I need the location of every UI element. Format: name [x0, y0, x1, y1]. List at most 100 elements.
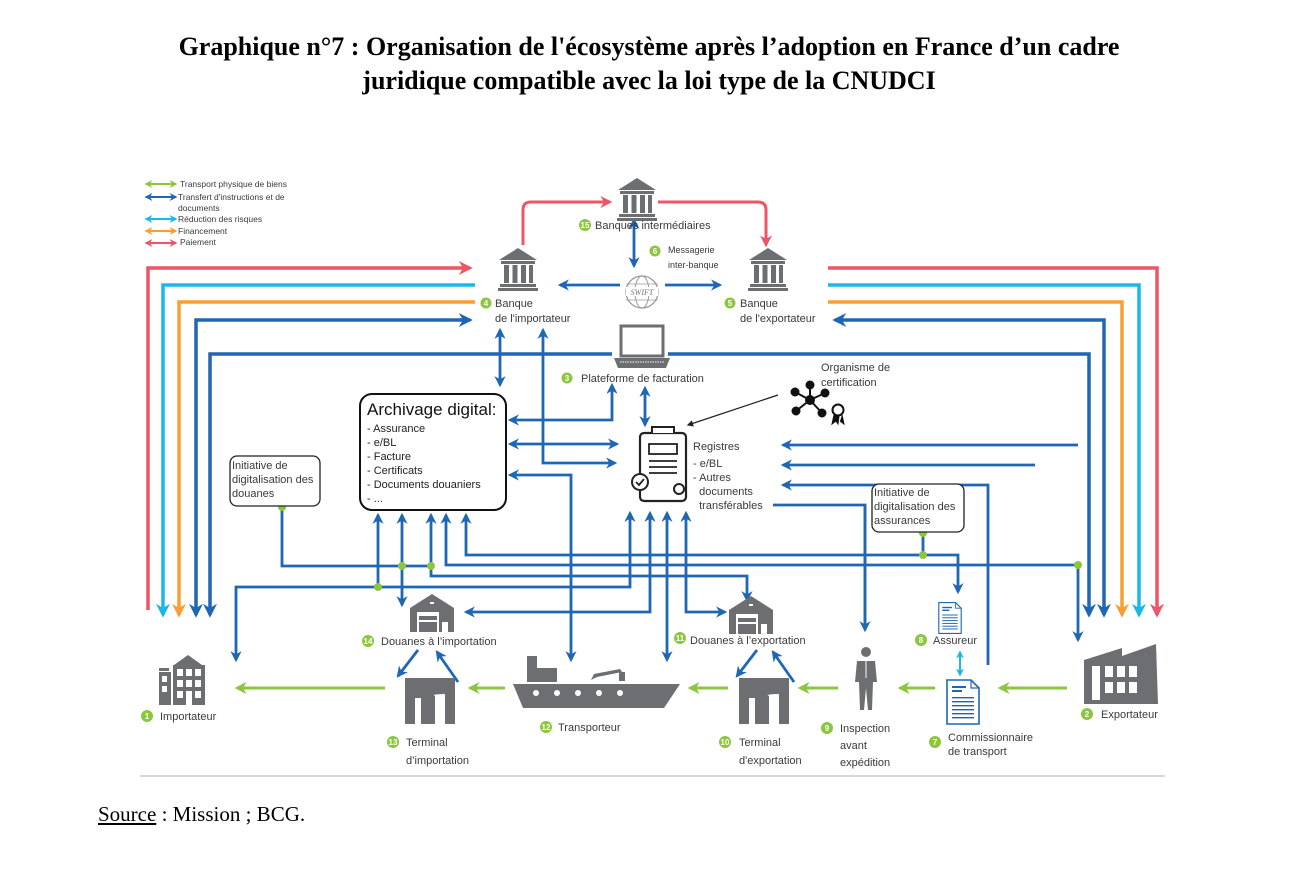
registres-item: - Autres [693, 472, 731, 484]
svg-text:digitalisation des: digitalisation des [232, 474, 314, 486]
svg-text:douanes: douanes [232, 488, 275, 500]
bank-icon [498, 248, 538, 291]
archivage-item: - Assurance [367, 423, 425, 435]
outer-flows [146, 261, 1164, 618]
svg-text:8: 8 [919, 636, 924, 645]
inspector-icon [855, 647, 877, 710]
node-organisme-certification: Organisme de certification [790, 362, 890, 426]
svg-text:4: 4 [484, 299, 489, 308]
node-commissionnaire-transport: 7 Commissionnaire de transport [929, 679, 1033, 758]
archivage-item: - Certificats [367, 465, 423, 477]
node-douanes-exportation: 11 Douanes à l’exportation [674, 596, 806, 647]
node-label: Organisme de [821, 362, 890, 374]
archivage-item: - ... [367, 493, 383, 505]
svg-text:14: 14 [364, 637, 373, 646]
warehouse-icon [410, 594, 454, 632]
node-inspection-avant-expedition: 9 Inspection avant expédition [821, 647, 890, 769]
node-label: Commissionnaire [948, 732, 1033, 744]
flow-paiement-right [828, 266, 1164, 618]
node-label-line-2: certification [821, 377, 877, 389]
building-icon [159, 655, 205, 705]
legend-item-documents: Transfert d'instructions et de documents [144, 192, 285, 213]
number-badge-text: 6 [653, 247, 658, 256]
source-note: Source : Mission ; BCG. [98, 802, 305, 827]
laptop-icon [614, 324, 670, 368]
node-label: Inspection [840, 723, 890, 735]
svg-text:12: 12 [542, 723, 551, 732]
svg-text:10: 10 [721, 738, 730, 747]
flow-risques-left [156, 283, 475, 618]
node-terminal-exportation: 10 Terminal d'exportation [719, 678, 802, 767]
node-assureur: 8 Assureur [915, 602, 977, 647]
flow-financement-right [828, 300, 1129, 618]
legend-item-financement: Financement [144, 226, 228, 236]
legend-label-cont: documents [178, 203, 220, 213]
warehouse-icon [729, 596, 773, 634]
swift-globe-icon: SWIFT [625, 275, 659, 309]
node-label-line-3: expédition [840, 757, 890, 769]
document-icon [938, 602, 962, 634]
network-icon [790, 380, 830, 418]
number-badge-text: 15 [581, 221, 590, 230]
node-label: Banque [740, 298, 778, 310]
node-label: Exportateur [1101, 709, 1158, 721]
legend-label: Paiement [180, 237, 217, 247]
registres-item: - e/BL [693, 458, 722, 470]
flow-docs-left-bank [189, 313, 473, 618]
archivage-title: Archivage digital: [367, 400, 496, 419]
clipboard-registry-icon [631, 426, 688, 503]
flow-financement-left [172, 300, 475, 618]
node-plateforme-facturation: 3 Plateforme de facturation [561, 324, 704, 385]
node-label-line-2: de l'exportateur [740, 313, 816, 325]
legend: Transport physique de biens Transfert d'… [144, 179, 287, 247]
node-label-line-2: d’importation [406, 755, 469, 767]
archivage-digital-box: Archivage digital: - Assurance - e/BL - … [359, 393, 507, 511]
svg-text:Initiative de: Initiative de [232, 460, 288, 472]
svg-text:SWIFT: SWIFT [631, 288, 654, 297]
flow-docs-right-bank [832, 313, 1111, 618]
node-douanes-importation: 14 Douanes à l’importation [362, 594, 497, 648]
legend-item-risques: Réduction des risques [144, 214, 262, 224]
node-label-line-2: avant [840, 740, 867, 752]
node-banque-exportateur: 5 Banque de l'exportateur [724, 248, 816, 325]
svg-text:3: 3 [565, 374, 570, 383]
node-label-line-2: de transport [948, 746, 1007, 758]
node-label: Messagerie [668, 245, 715, 255]
node-label: Transporteur [558, 722, 621, 734]
flow-docs-right-platform [668, 352, 1096, 618]
bank-icon [617, 178, 657, 221]
node-label: Importateur [160, 711, 217, 723]
source-text: : Mission ; BCG. [156, 802, 306, 826]
node-banques-intermediaires: 15 Banques intermédiaires [579, 178, 711, 232]
node-label: Assureur [933, 635, 977, 647]
document-flows [230, 217, 1084, 683]
flow-risques-right [828, 283, 1146, 618]
node-label: Banques intermédiaires [595, 220, 711, 232]
node-label-line-2: de l'importateur [495, 313, 571, 325]
terminal-icon [739, 678, 789, 724]
node-exportateur: 2 Exportateur [1081, 644, 1158, 721]
svg-text:Initiative de: Initiative de [874, 487, 930, 499]
node-terminal-importation: 13 Terminal d’importation [387, 678, 469, 767]
svg-text:11: 11 [676, 634, 685, 643]
initiative-assurances-box: Initiative de digitalisation des assuran… [871, 483, 965, 533]
node-label: Plateforme de facturation [581, 373, 704, 385]
archivage-item: - Documents douaniers [367, 479, 481, 491]
figure-title-line-2: juridique compatible avec la loi type de… [362, 66, 936, 95]
junction-dots [278, 503, 1082, 591]
svg-text:1: 1 [145, 712, 150, 721]
figure-title: Graphique n°7 : Organisation de l'écosys… [0, 30, 1298, 98]
flow-paiement-left [146, 261, 473, 610]
registres-title: Registres [693, 441, 740, 453]
node-label: Terminal [406, 737, 448, 749]
node-label: Douanes à l’exportation [690, 635, 806, 647]
payment-intermediaries-flow [521, 196, 772, 248]
legend-item-paiement: Paiement [144, 237, 217, 247]
ship-icon [513, 656, 680, 708]
legend-item-transport: Transport physique de biens [144, 179, 287, 189]
svg-text:9: 9 [825, 724, 830, 733]
registres-item: transférables [693, 500, 763, 512]
svg-text:digitalisation des: digitalisation des [874, 501, 956, 513]
document-icon [946, 679, 980, 725]
certification-arrow [686, 394, 779, 427]
